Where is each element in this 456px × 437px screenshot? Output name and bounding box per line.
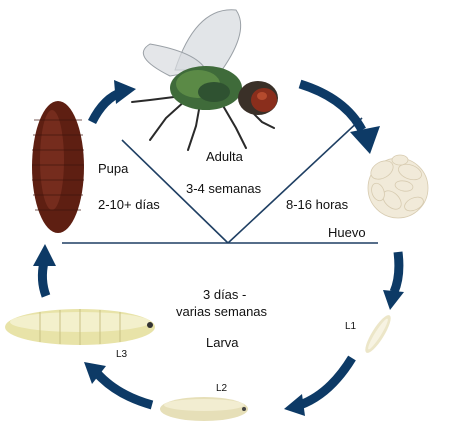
larva-l2-icon	[160, 397, 248, 421]
larva-duration-line2: varias semanas	[176, 304, 268, 319]
arrow-pupa-to-adult	[87, 80, 136, 125]
larva-l1-icon	[365, 315, 391, 353]
arrow-l3-to-pupa	[33, 244, 56, 298]
arrow-adult-to-egg	[298, 79, 380, 154]
pupa-duration-label: 2-10+ días	[98, 197, 160, 212]
left-diagonal-divider	[121, 139, 229, 244]
larva-l3-icon	[5, 309, 155, 345]
arrow-l1-to-l2	[284, 355, 356, 416]
instar-l2-label: L2	[216, 383, 228, 394]
right-diagonal-divider	[227, 117, 363, 244]
pupa-stage-label: Pupa	[98, 161, 129, 176]
instar-l1-label: L1	[345, 321, 357, 332]
larva-stage-label: Larva	[206, 335, 239, 350]
instar-l3-label: L3	[116, 349, 128, 360]
adult-duration-label: 3-4 semanas	[186, 181, 262, 196]
adult-stage-label: Adulta	[206, 149, 243, 164]
larva-duration-line1: 3 días -	[203, 287, 247, 302]
arrow-l2-to-l3	[84, 362, 154, 410]
arrow-egg-to-larva	[383, 251, 404, 310]
egg-stage-label: Huevo	[328, 225, 366, 240]
egg-duration-label: 8-16 horas	[286, 197, 349, 212]
